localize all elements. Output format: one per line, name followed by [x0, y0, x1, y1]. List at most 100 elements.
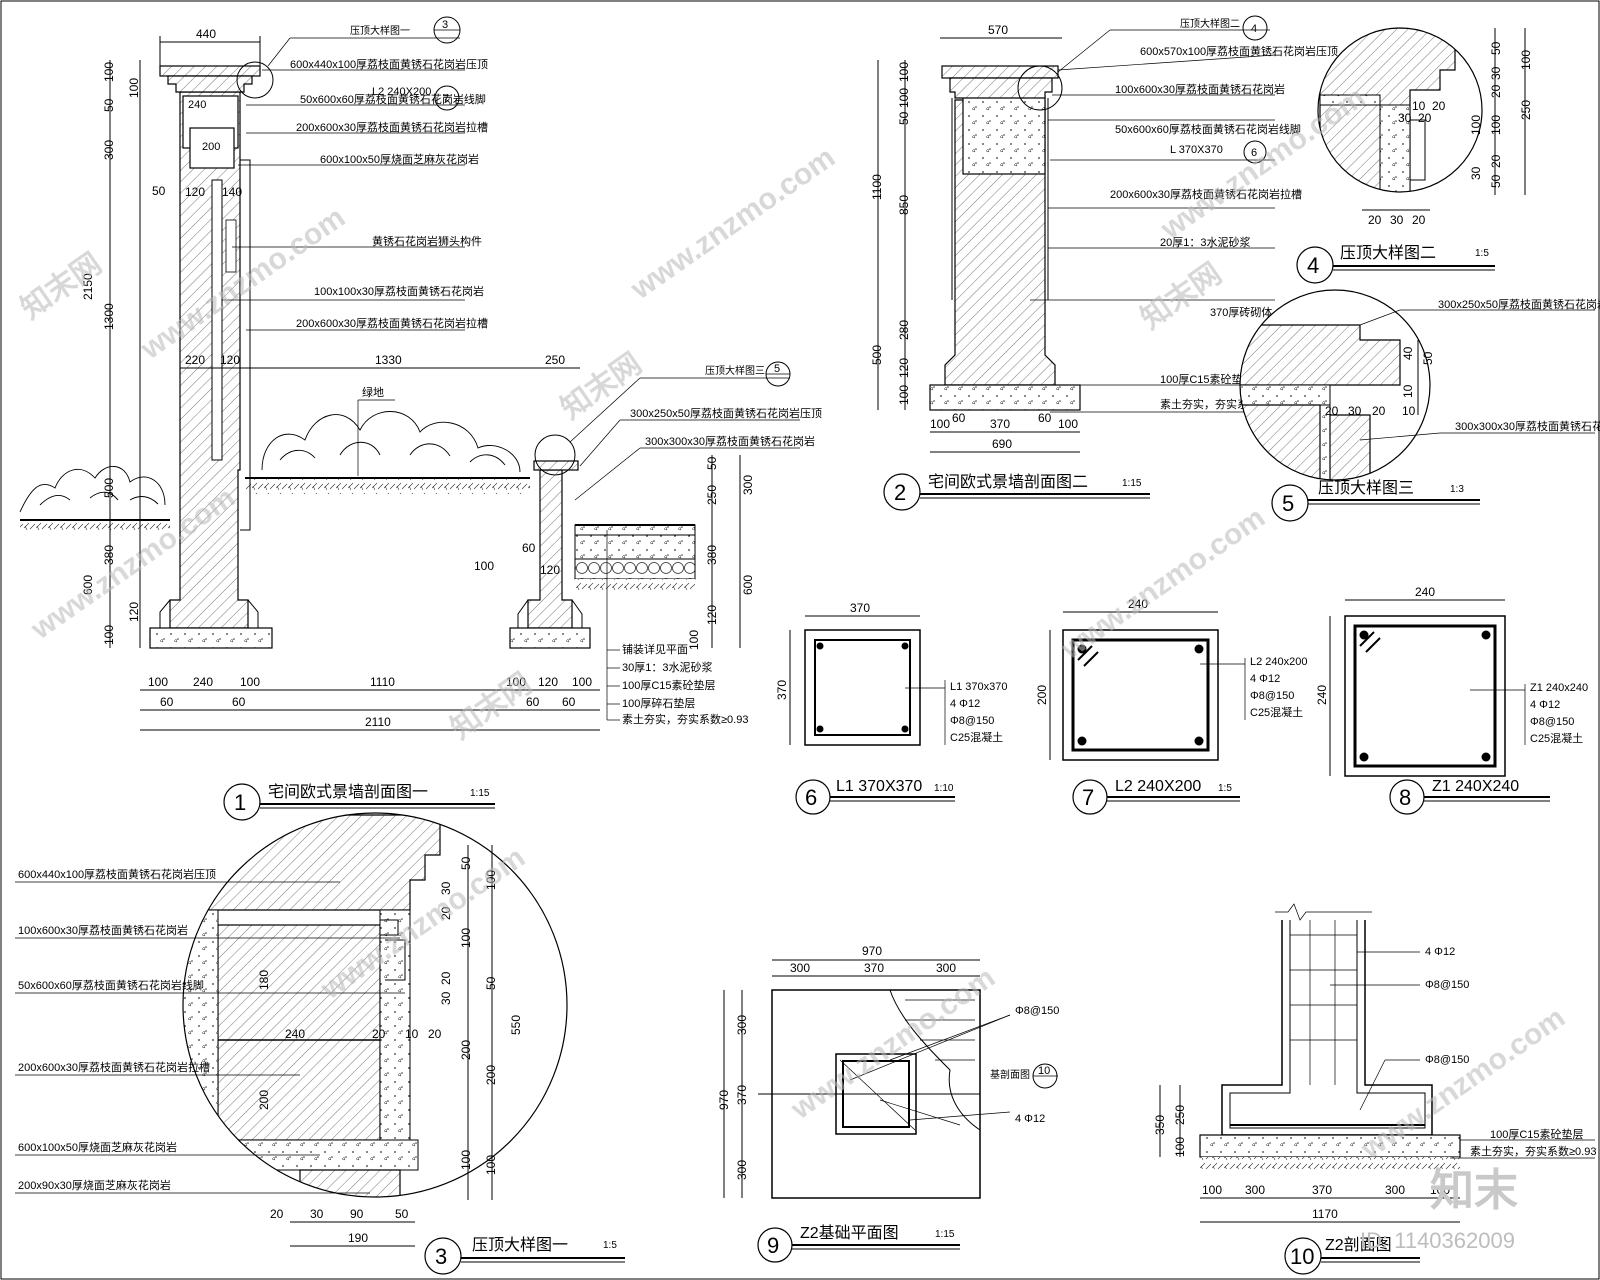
sec1-callout-1: 压顶大样图一 — [350, 24, 410, 37]
det3-title: 压顶大样图一 — [472, 1236, 568, 1254]
svg-text:50: 50 — [152, 184, 166, 198]
svg-text:100x600x30厚荔枝面黄锈石花岗岩: 100x600x30厚荔枝面黄锈石花岗岩 — [18, 923, 188, 937]
sec7-scale: 1:5 — [1218, 783, 1232, 794]
svg-text:240: 240 — [193, 675, 213, 689]
svg-text:黄锈石花岗岩狮头构件: 黄锈石花岗岩狮头构件 — [372, 234, 482, 248]
section-drawing-1: 绿地 440 100 50 100 300 50 2150 1300 500 3… — [19, 16, 822, 821]
stone-panel — [211, 179, 223, 461]
svg-text:100: 100 — [484, 1155, 498, 1175]
svg-text:20: 20 — [1489, 154, 1503, 168]
svg-text:C25混凝土: C25混凝土 — [1530, 731, 1583, 745]
svg-text:100厚C15素砼垫层: 100厚C15素砼垫层 — [1160, 372, 1254, 386]
svg-text:370厚砖砌体: 370厚砖砌体 — [1210, 305, 1272, 319]
svg-text:380: 380 — [705, 545, 719, 565]
svg-text:120: 120 — [897, 358, 911, 378]
plan9-label-stirrup: Φ8@150 — [1015, 1005, 1059, 1017]
svg-text:50x600x60厚荔枝面黄锈石花岗岩线脚: 50x600x60厚荔枝面黄锈石花岗岩线脚 — [1115, 122, 1301, 136]
sec10-number: 10 — [1290, 1244, 1314, 1269]
svg-text:120: 120 — [540, 563, 560, 577]
det5-dims: 40 50 10 20 30 20 10 — [1325, 346, 1435, 418]
sec10-blinding — [1199, 1134, 1461, 1158]
svg-text:4 Φ12: 4 Φ12 — [1530, 699, 1560, 711]
sec6-specs: L1 370x370 4 Φ12 Φ8@150 C25混凝土 — [950, 681, 1008, 744]
wall2-molding — [949, 77, 1053, 99]
det5-label-1: 300x250x50厚荔枝面黄锈石花岗岩 — [1438, 297, 1600, 311]
svg-text:300: 300 — [741, 475, 755, 495]
svg-text:1170: 1170 — [1312, 1207, 1338, 1221]
svg-text:600x440x100厚荔枝面黄锈石花岗岩压顶: 600x440x100厚荔枝面黄锈石花岗岩压顶 — [290, 57, 488, 71]
plan9-left-dims: 300 970 370 300 — [717, 1015, 749, 1180]
svg-text:100: 100 — [930, 417, 950, 431]
svg-text:350: 350 — [1153, 1115, 1167, 1135]
sec1-scale: 1:15 — [470, 788, 490, 799]
sec10-left-dims: 250 350 100 — [1153, 1105, 1187, 1157]
sec1-material-labels: 600x440x100厚荔枝面黄锈石花岗岩压顶 50x600x60厚荔枝面黄锈石… — [290, 57, 822, 448]
svg-text:600: 600 — [741, 575, 755, 595]
det3-leaders — [15, 881, 405, 1194]
svg-text:20: 20 — [1412, 213, 1426, 227]
sec1-col-tag: 240 — [188, 99, 206, 111]
svg-text:50: 50 — [1489, 174, 1503, 188]
sec1-right-dims: 50 250 300 380 600 120 100 100 60 120 — [474, 456, 755, 650]
sec2-callout-ref: 4 — [1251, 23, 1257, 35]
svg-text:素土夯实，夯实系数≥0.93: 素土夯实，夯实系数≥0.93 — [1470, 1144, 1596, 1158]
svg-text:100: 100 — [1058, 417, 1078, 431]
det3-scale: 1:5 — [603, 1240, 617, 1251]
svg-text:20: 20 — [439, 906, 453, 920]
svg-text:500: 500 — [870, 345, 884, 365]
svg-text:300: 300 — [735, 1015, 749, 1035]
svg-text:100: 100 — [102, 625, 116, 645]
svg-text:100: 100 — [1173, 1137, 1187, 1157]
svg-text:20: 20 — [372, 1027, 386, 1041]
svg-text:Φ8@150: Φ8@150 — [950, 715, 994, 727]
svg-text:120: 120 — [185, 185, 205, 199]
sec1-title-bubble — [223, 783, 261, 821]
svg-text:970: 970 — [862, 944, 882, 958]
sec8-number: 8 — [1399, 785, 1411, 810]
sec2-callout: 压顶大样图二 — [1180, 17, 1240, 30]
detail3-circle — [182, 812, 568, 1198]
watermark-brand-4: 知末网 — [445, 667, 538, 746]
svg-text:100: 100 — [484, 870, 498, 890]
svg-text:30: 30 — [1469, 166, 1483, 180]
det4-dims: 50 30 20 100 100 20 30 50 100 250 10 20 … — [1368, 41, 1533, 227]
det3-number: 3 — [435, 1244, 447, 1269]
svg-text:690: 690 — [992, 437, 1012, 451]
svg-text:300: 300 — [790, 961, 810, 975]
svg-text:100: 100 — [897, 385, 911, 405]
svg-text:L2 240x200: L2 240x200 — [1250, 656, 1308, 668]
foundation-plan-9: 970 300 370 300 300 970 370 300 Φ8@150 4… — [717, 944, 1059, 1263]
svg-text:600: 600 — [81, 575, 95, 595]
shrub-planter — [261, 411, 521, 473]
sec2-beam-ref: 6 — [1251, 147, 1257, 159]
det5-number: 5 — [1282, 491, 1294, 516]
svg-text:4 Φ12: 4 Φ12 — [1425, 946, 1455, 958]
svg-text:L1 370x370: L1 370x370 — [950, 681, 1008, 693]
sec2-title: 宅间欧式景墙剖面图二 — [928, 473, 1088, 491]
svg-text:600x100x50厚烧面芝麻灰花岗岩: 600x100x50厚烧面芝麻灰花岗岩 — [18, 1140, 177, 1154]
svg-text:40: 40 — [1401, 346, 1415, 360]
detail-5: 40 50 10 20 30 20 10 300x250x50厚荔枝面黄锈石花岗… — [1239, 289, 1600, 522]
svg-text:500: 500 — [102, 478, 116, 498]
watermark-site-8: www.znzmo.com — [1354, 1001, 1571, 1167]
svg-text:素土夯实，夯实系数≥0.93: 素土夯实，夯实系数≥0.93 — [622, 712, 748, 726]
shrub-left — [19, 466, 166, 513]
svg-text:100: 100 — [127, 78, 141, 98]
sec1-title: 宅间欧式景墙剖面图一 — [268, 783, 428, 801]
det3-labels: 600x440x100厚荔枝面黄锈石花岗岩压顶 100x600x30厚荔枝面黄锈… — [18, 867, 216, 1192]
det3-title-bubble — [424, 1237, 462, 1275]
svg-text:120: 120 — [705, 605, 719, 625]
svg-text:50: 50 — [1489, 41, 1503, 55]
svg-text:100: 100 — [240, 675, 260, 689]
sec1-callout-1-ref: 3 — [442, 19, 448, 31]
sec8-w: 240 — [1415, 585, 1435, 599]
svg-text:60: 60 — [232, 695, 246, 709]
svg-text:Φ8@150: Φ8@150 — [1425, 979, 1469, 991]
svg-text:30: 30 — [1390, 213, 1404, 227]
sec1-callout-2: 压顶大样图三 — [705, 364, 765, 377]
svg-text:100: 100 — [1519, 50, 1533, 70]
sec1-left-dims: 100 50 100 300 50 2150 1300 500 380 600 … — [81, 62, 166, 645]
beam-section-7: 240 200 L2 240x200 4 Φ12 Φ8@150 C25混凝土 7… — [1035, 597, 1308, 815]
sec7-w: 240 — [1128, 597, 1148, 611]
